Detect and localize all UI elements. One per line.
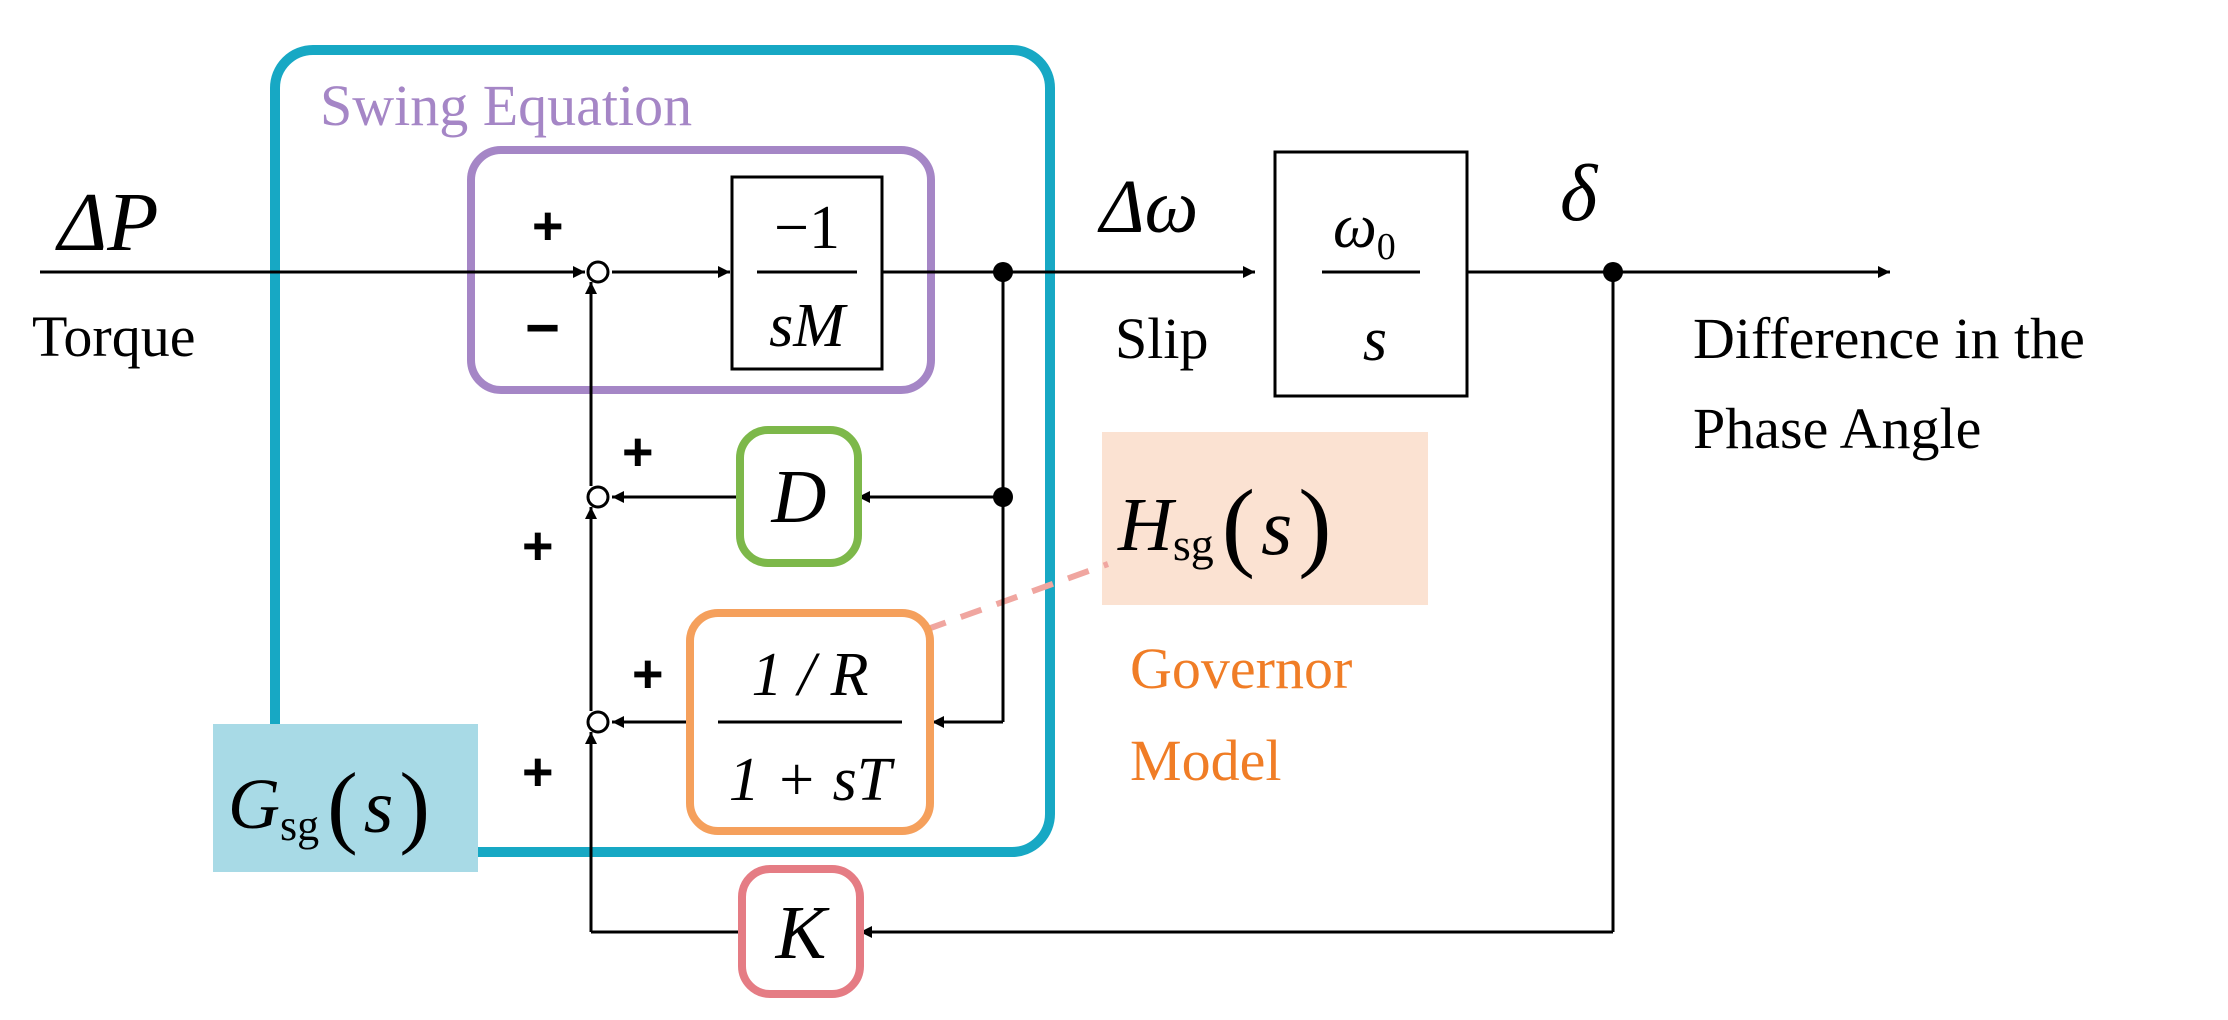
governor-hsg-dashed-link xyxy=(923,561,1110,633)
swing-equation-frame xyxy=(467,146,935,394)
swing-equation-label: Swing Equation xyxy=(320,73,692,138)
sum3-plus-right-sign: + xyxy=(632,644,664,704)
stiffness-label: K xyxy=(775,891,830,975)
summing-junction-1 xyxy=(586,260,610,284)
delta-branch-point xyxy=(1603,262,1623,282)
damping-branch-point xyxy=(993,487,1013,507)
phase-angle-label-line2: Phase Angle xyxy=(1693,396,1981,461)
delta-omega-label: Δω xyxy=(1097,165,1198,249)
inertia-denominator: sM xyxy=(769,292,848,360)
governor-numerator: 1 / R xyxy=(751,641,868,709)
integrator-block: ω0 s xyxy=(1273,150,1469,398)
gsg-box xyxy=(213,724,478,872)
hsg-label: Hsg(s) xyxy=(1117,469,1332,580)
sum3-plus-bottom-sign: + xyxy=(522,742,554,802)
governor-block: 1 / R 1 + sT xyxy=(686,609,934,835)
gsg-label: Gsg(s) xyxy=(228,754,430,856)
inertia-numerator: −1 xyxy=(774,194,840,262)
torque-label: Torque xyxy=(32,304,195,369)
gsg-frame xyxy=(270,45,1055,857)
delta-p-label: ΔP xyxy=(55,176,159,269)
phase-angle-label-line1: Difference in the xyxy=(1693,306,2085,371)
stiffness-block: K xyxy=(738,865,864,998)
summing-junction-3 xyxy=(586,710,610,734)
governor-model-label-line2: Model xyxy=(1130,728,1281,793)
sum1-minus-sign: − xyxy=(525,294,560,361)
governor-model-label-line1: Governor xyxy=(1130,636,1352,701)
hsg-box xyxy=(1102,432,1428,605)
integrator-numerator: ω0 xyxy=(1333,193,1396,268)
summing-junction-2 xyxy=(586,485,610,509)
slip-label: Slip xyxy=(1115,306,1209,371)
governor-denominator: 1 + sT xyxy=(729,746,896,814)
sum1-plus-sign: + xyxy=(532,196,564,256)
omega-branch-point xyxy=(993,262,1013,282)
inertia-block: −1 sM xyxy=(730,175,884,371)
damping-block: D xyxy=(736,426,862,567)
sum2-plus-right-sign: + xyxy=(622,422,654,482)
delta-label: δ xyxy=(1560,150,1599,238)
damping-label: D xyxy=(771,455,827,539)
sum2-plus-bottom-sign: + xyxy=(522,516,554,576)
integrator-denominator: s xyxy=(1363,306,1387,374)
